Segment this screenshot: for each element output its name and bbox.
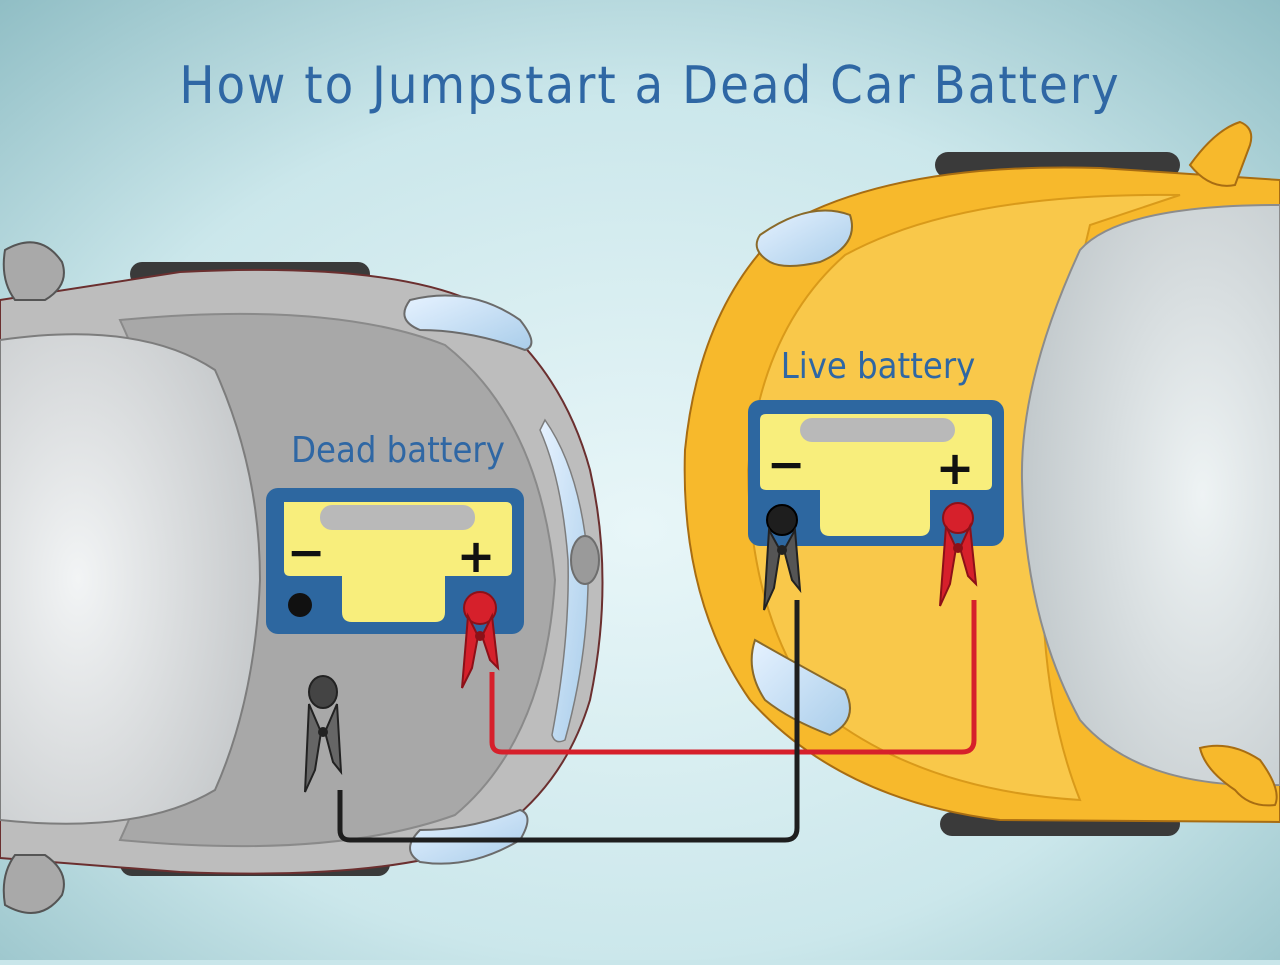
dead-car-mirror-bottom bbox=[2, 854, 65, 914]
live-car-mirror-bottom bbox=[1198, 744, 1278, 807]
live-battery-label: Live battery bbox=[781, 346, 976, 387]
positive-cable bbox=[489, 600, 977, 755]
dead-car-mirror-top bbox=[2, 241, 65, 301]
dead-car-front-grille bbox=[539, 418, 589, 743]
negative-cable bbox=[337, 600, 800, 843]
page-title: How to Jumpstart a Dead Car Battery bbox=[179, 56, 1120, 116]
dead-battery-negative-symbol: − bbox=[287, 525, 326, 579]
live-car-headlight-bottom bbox=[750, 638, 851, 737]
dead-car-fog-light bbox=[570, 535, 600, 585]
live-battery-positive-symbol: + bbox=[936, 441, 975, 495]
live-car-headlight-top bbox=[755, 209, 853, 267]
dead-battery-label: Dead battery bbox=[291, 430, 505, 471]
dead-battery-positive-symbol: + bbox=[457, 529, 496, 583]
black-clamp-icon bbox=[304, 675, 343, 793]
live-battery-negative-symbol: − bbox=[767, 437, 806, 491]
live-battery-face bbox=[760, 414, 992, 536]
black-clamp-icon bbox=[763, 504, 802, 611]
live-car-mirror-top bbox=[1188, 120, 1253, 187]
dead-battery-window bbox=[320, 505, 475, 530]
dead-car-headlight-top bbox=[403, 294, 533, 352]
live-car-windshield bbox=[1020, 203, 1280, 787]
live-battery-window bbox=[800, 418, 955, 442]
red-clamp-icon bbox=[939, 502, 978, 607]
dead-battery-face bbox=[284, 502, 512, 622]
live-battery: Live battery − + bbox=[748, 346, 1004, 546]
dead-battery-negative-terminal bbox=[288, 593, 312, 617]
red-clamp-icon bbox=[461, 591, 500, 689]
dead-battery: Dead battery − + bbox=[266, 430, 524, 634]
dead-car-windshield bbox=[0, 333, 262, 825]
